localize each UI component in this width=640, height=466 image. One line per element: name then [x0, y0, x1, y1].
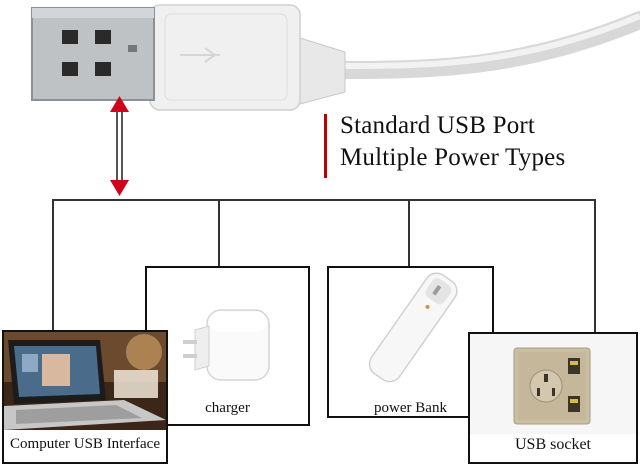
socket-card: USB socket: [468, 332, 638, 464]
connector-to-socket: [594, 199, 596, 332]
connector-to-powerbank: [408, 199, 410, 267]
connector-to-charger: [218, 199, 220, 267]
title-line-1: Standard USB Port: [340, 112, 536, 139]
computer-card: Computer USB Interface: [2, 330, 168, 464]
usb-plug-illustration: [31, 4, 640, 196]
connector-to-computer: [52, 199, 54, 330]
charger-card: charger: [145, 266, 310, 426]
socket-label: USB socket: [515, 436, 591, 453]
accent-bar: [324, 114, 327, 178]
connector-horizontal: [52, 199, 596, 201]
usb-socket-icon: [470, 334, 636, 434]
powerbank-card: power Bank: [327, 266, 494, 418]
wall-charger-icon: [183, 309, 270, 381]
computer-label: Computer USB Interface: [10, 436, 160, 452]
power-bank-icon: [368, 272, 458, 383]
title-line-2: Multiple Power Types: [340, 144, 566, 171]
powerbank-label: power Bank: [374, 400, 447, 416]
double-arrow-icon: [110, 96, 129, 196]
usb-plug-icon: [31, 4, 640, 111]
charger-label: charger: [205, 400, 250, 416]
laptop-icon: [4, 332, 166, 430]
